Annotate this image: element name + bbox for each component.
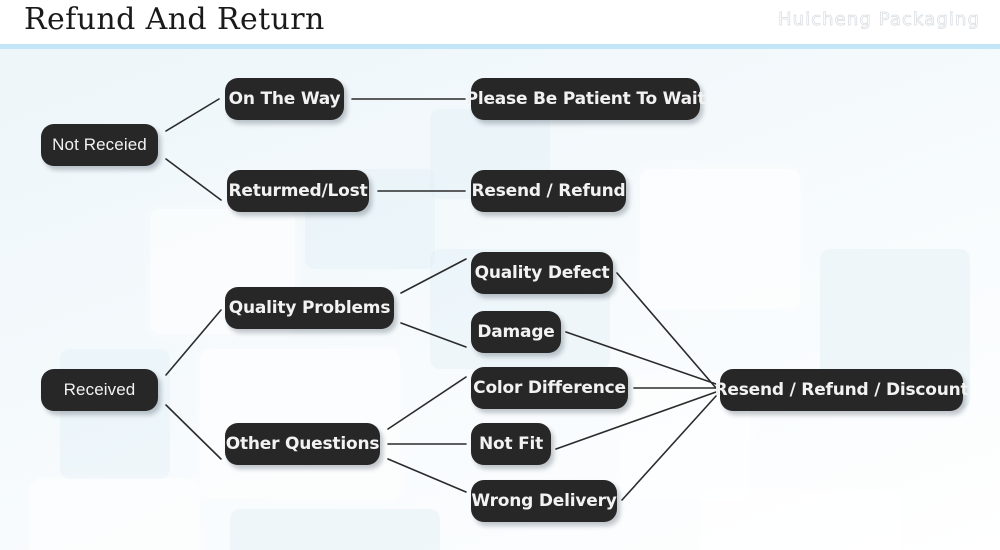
node-not-received[interactable]: Not Receied (41, 124, 158, 166)
node-label: Please Be Patient To Wait (465, 89, 706, 109)
node-please-wait[interactable]: Please Be Patient To Wait (466, 78, 706, 120)
node-label: Resend / Refund / Discount (714, 380, 969, 400)
node-label: Not Receied (52, 135, 147, 154)
node-label: Quality Problems (228, 298, 391, 318)
node-label: Returmed/Lost (228, 181, 368, 201)
node-label: Damage (477, 322, 555, 342)
background-tile (230, 509, 440, 550)
node-received[interactable]: Received (41, 369, 158, 411)
node-resend-refund[interactable]: Resend / Refund (471, 170, 626, 212)
background-tile (700, 489, 900, 550)
slide-header: Refund And Return Huicheng Packaging (0, 0, 1000, 44)
node-returned-lost[interactable]: Returmed/Lost (227, 170, 369, 212)
node-label: Resend / Refund (471, 181, 626, 201)
node-label: Color Difference (473, 378, 626, 398)
node-label: On The Way (228, 89, 341, 109)
brand-watermark: Huicheng Packaging (777, 9, 980, 31)
node-damage[interactable]: Damage (471, 311, 561, 353)
node-label: Not Fit (478, 434, 544, 454)
node-resend-refund-discount[interactable]: Resend / Refund / Discount (715, 369, 969, 411)
node-label: Other Questions (225, 434, 380, 454)
node-other-questions[interactable]: Other Questions (225, 423, 380, 465)
node-label: Received (63, 380, 136, 399)
node-not-fit[interactable]: Not Fit (471, 423, 551, 465)
node-color-difference[interactable]: Color Difference (471, 367, 628, 409)
header-divider (0, 44, 1000, 49)
node-on-the-way[interactable]: On The Way (225, 78, 344, 120)
node-quality-defect[interactable]: Quality Defect (471, 252, 613, 294)
node-label: Quality Defect (474, 263, 610, 283)
node-wrong-delivery[interactable]: Wrong Delivery (471, 480, 617, 522)
node-quality-problems[interactable]: Quality Problems (225, 287, 394, 329)
page-title: Refund And Return (24, 2, 325, 37)
node-label: Wrong Delivery (471, 491, 617, 511)
background-tile (640, 169, 800, 309)
background-tile (30, 479, 200, 550)
